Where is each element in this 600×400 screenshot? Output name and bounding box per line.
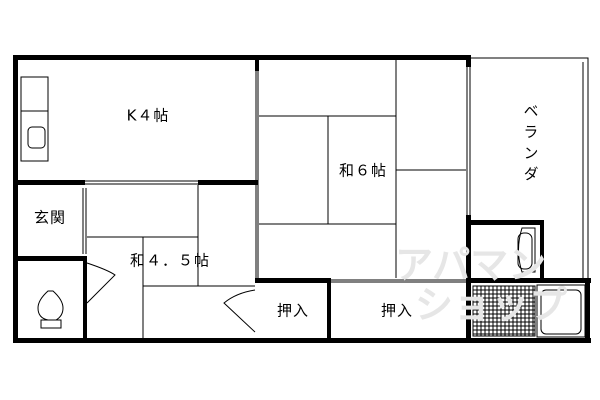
thin-lines: [13, 57, 589, 338]
walls: [13, 55, 591, 343]
room-label-washitsu-4-5: 和４．５帖: [129, 251, 211, 270]
room-label-veranda: ベランダ: [521, 103, 540, 187]
room-label-entrance: 玄関: [33, 208, 67, 227]
room-label-closet-small: 押入: [276, 301, 310, 320]
room-label-washitsu-6: 和６帖: [338, 161, 388, 180]
room-label-closet-large: 押入: [380, 301, 414, 320]
tile-grid: [472, 285, 536, 337]
room-label-kitchen: K４帖: [126, 106, 170, 125]
